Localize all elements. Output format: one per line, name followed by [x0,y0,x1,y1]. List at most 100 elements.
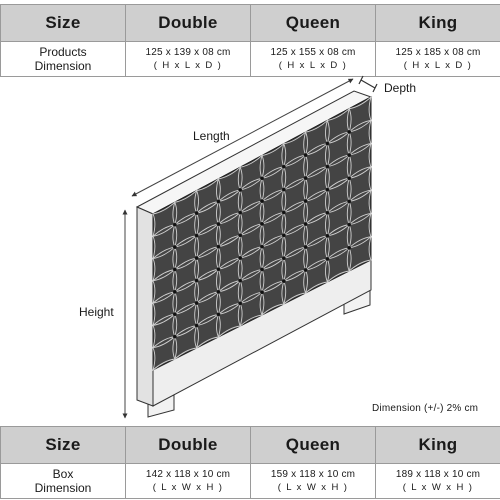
tuft-button [325,210,330,215]
header-king: King [375,4,500,42]
header-king: King [375,426,500,464]
header-double: Double [125,426,251,464]
tuft-button [216,267,221,272]
tuft-button [238,187,243,192]
tuft-button [238,233,243,238]
row-label: Box Dimension [0,463,126,499]
tuft-button [172,245,177,250]
tuft-button [194,278,199,283]
tuft-button [281,210,286,215]
box-dimension-row: Box Dimension 142 x 118 x 10 cm ( L x W … [0,463,500,499]
tuft-button [194,301,199,306]
dimension-order: ( L x W x H ) [277,482,349,493]
length-label: Length [193,129,230,143]
queen-dimension-cell: 125 x 155 x 08 cm ( H x L x D ) [250,41,376,77]
depth-label: Depth [384,81,417,95]
tuft-button [347,153,352,158]
tuft-button [216,312,221,317]
tuft-button [347,222,352,227]
tuft-button [194,211,199,216]
tuft-button [260,199,265,204]
tuft-button [303,268,308,273]
tuft-button [172,289,177,294]
dimension-order: ( H x L x D ) [403,60,473,71]
header-size: Size [0,426,126,464]
tufting-pattern [152,95,372,372]
tuft-button [238,278,243,283]
dimension-order: ( L x W x H ) [402,482,474,493]
tuft-button [260,176,265,181]
king-box-cell: 189 x 118 x 10 cm ( L x W x H ) [375,463,500,499]
product-dimension-table: Size Double Queen King Products Dimensio… [0,4,500,77]
row-label: Products Dimension [0,41,126,77]
tuft-button [238,255,243,260]
tuft-button [260,221,265,226]
tuft-button [194,256,199,261]
tuft-button [260,267,265,272]
tuft-button [194,323,199,328]
tuft-button [281,233,286,238]
row-label-line2: Dimension [34,59,92,73]
tuft-button [325,164,330,169]
tuft-button [325,256,330,261]
tuft-button [347,245,352,250]
tuft-button [303,222,308,227]
tuft-button [347,129,352,134]
tuft-button [260,244,265,249]
tuft-button [216,222,221,227]
box-table-header: Size Double Queen King [0,426,500,464]
tuft-button [303,199,308,204]
tuft-button [194,233,199,238]
tuft-button [281,279,286,284]
tuft-button [238,301,243,306]
dimension-value: 125 x 139 x 08 cm [145,47,231,58]
tuft-button [325,141,330,146]
tuft-cushion [348,235,372,273]
dimension-order: ( H x L x D ) [278,60,348,71]
header-size: Size [0,4,126,42]
tuft-button [325,187,330,192]
tuft-button [281,164,286,169]
box-dimension-table: Size Double Queen King Box Dimension 142… [0,426,500,499]
tuft-button [172,222,177,227]
frame-left-edge [136,206,154,407]
tuft-button [216,289,221,294]
tuft-button [216,199,221,204]
tuft-button [281,187,286,192]
header-queen: Queen [250,426,376,464]
tolerance-note: Dimension (+/-) 2% cm [372,403,479,414]
tuft-button [303,153,308,158]
dimension-order: ( H x L x D ) [153,60,223,71]
dimension-value: 125 x 185 x 08 cm [395,47,481,58]
tuft-button [238,210,243,215]
dimension-value: 125 x 155 x 08 cm [270,47,356,58]
height-label: Height [79,305,114,319]
tuft-button [347,176,352,181]
dimension-value: 142 x 118 x 10 cm [145,469,231,480]
tuft-button [303,176,308,181]
row-label-line1: Products [39,45,87,59]
dimension-order: ( L x W x H ) [152,482,224,493]
length-dimension-line [131,78,354,197]
depth-tick-left [358,75,364,85]
tuft-button [347,199,352,204]
dimension-value: 159 x 118 x 10 cm [270,469,356,480]
product-table-header: Size Double Queen King [0,4,500,42]
depth-tick-right [372,83,378,93]
queen-box-cell: 159 x 118 x 10 cm ( L x W x H ) [250,463,376,499]
tuft-button [172,334,177,339]
tuft-button [281,256,286,261]
tuft-button [303,245,308,250]
row-label-line2: Dimension [34,481,92,495]
tuft-button [172,267,177,272]
tuft-button [325,233,330,238]
product-dimension-row: Products Dimension 125 x 139 x 08 cm ( H… [0,41,500,77]
double-dimension-cell: 125 x 139 x 08 cm ( H x L x D ) [125,41,251,77]
double-box-cell: 142 x 118 x 10 cm ( L x W x H ) [125,463,251,499]
depth-dimension-line [360,79,376,89]
headboard-diagram [122,75,378,419]
tuft-button [216,244,221,249]
row-label-line1: Box [52,467,74,481]
tuft-button [172,312,177,317]
tuft-button [260,290,265,295]
